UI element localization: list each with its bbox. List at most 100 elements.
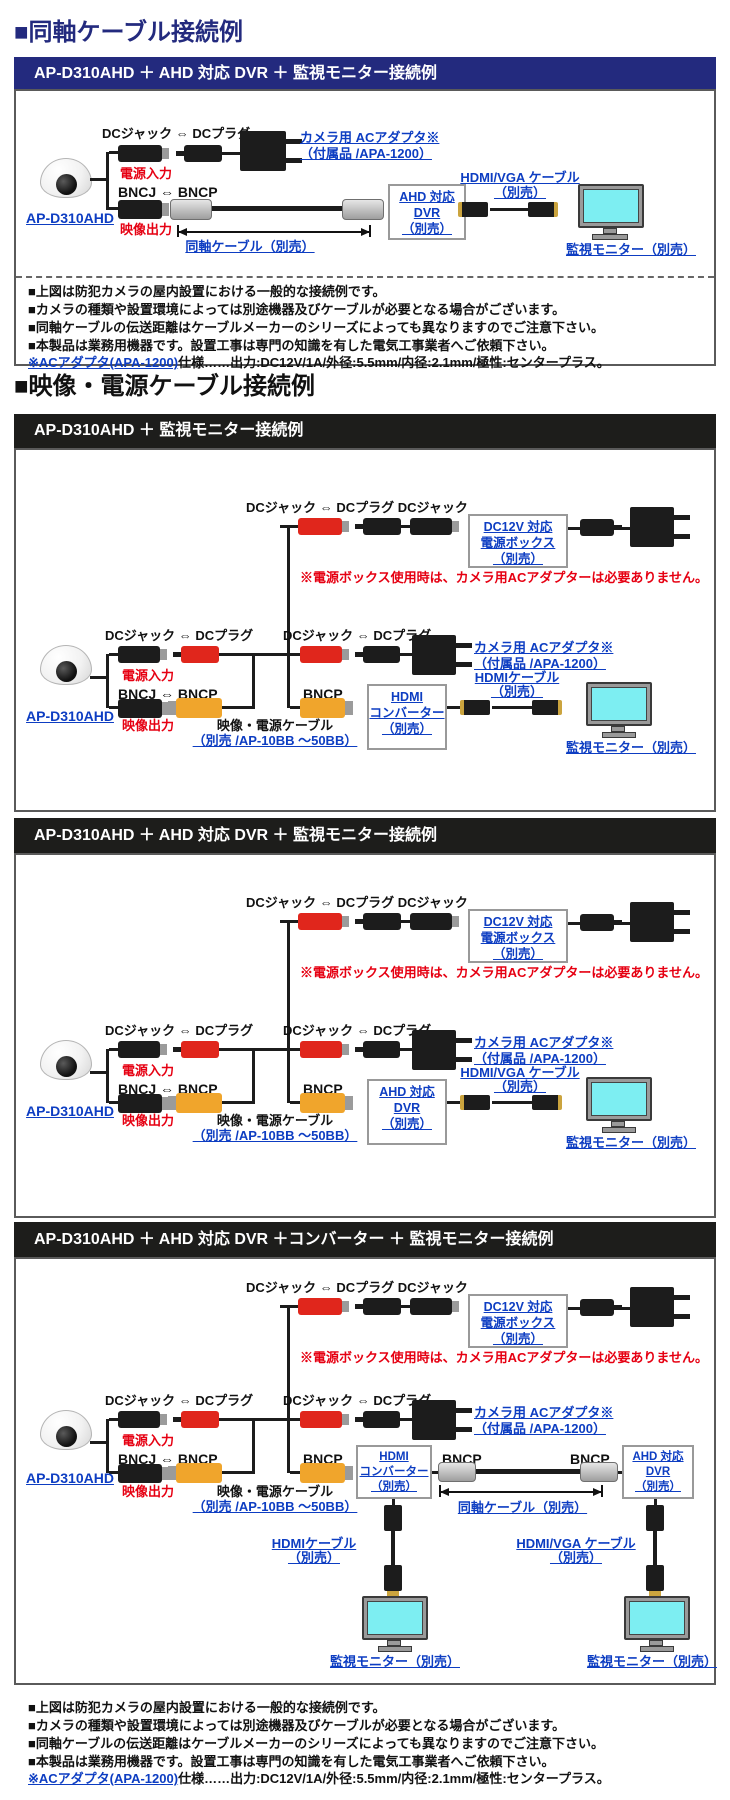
- wire: [109, 151, 118, 154]
- coax-cable-line: [212, 206, 342, 211]
- dashed-divider: [16, 276, 714, 278]
- dc-plug-icon: [355, 518, 401, 535]
- power-box-label[interactable]: 電源ボックス: [480, 536, 556, 550]
- wire: [255, 1048, 287, 1051]
- section-heading-av-power: ■映像・電源ケーブル接続例: [14, 373, 316, 400]
- hdmi-vga-cable-link[interactable]: （別売）: [493, 185, 546, 200]
- hdmi-vga-cable-link[interactable]: HDMI/VGA ケーブル: [516, 1536, 636, 1551]
- power-box-label[interactable]: 電源ボックス: [480, 1316, 556, 1330]
- wire: [90, 1071, 108, 1074]
- bnc-plug-icon: [168, 1463, 222, 1483]
- camera-model-link[interactable]: AP-D310AHD: [26, 210, 114, 226]
- wire: [618, 1471, 622, 1474]
- hdmi-cable-link[interactable]: （別売）: [287, 1550, 340, 1565]
- av-power-cable-link[interactable]: （別売 /AP-10BB ～50BB）: [192, 1128, 358, 1143]
- junction-line: [287, 1305, 290, 1473]
- ac-adapter-spec-link[interactable]: ※ACアダプタ(APA-1200): [28, 1771, 179, 1786]
- wire: [400, 1418, 412, 1421]
- monitor-link[interactable]: 監視モニター（別売）: [586, 1654, 717, 1669]
- monitor-link[interactable]: 監視モニター（別売）: [565, 1135, 696, 1150]
- coax-cable-link[interactable]: 同軸ケーブル（別売）: [185, 239, 315, 254]
- wire: [400, 653, 412, 656]
- dvr-label[interactable]: （別売）: [401, 222, 452, 236]
- camera-model-link[interactable]: AP-D310AHD: [26, 1103, 114, 1119]
- wire: [222, 706, 252, 709]
- ac-adapter-icon: [412, 1400, 472, 1440]
- camera-icon: [40, 1040, 92, 1080]
- monitor-stand: [611, 726, 625, 732]
- power-box-label[interactable]: （別売）: [492, 947, 543, 961]
- camera-model-link[interactable]: AP-D310AHD: [26, 1470, 114, 1486]
- monitor-screen: [591, 1082, 647, 1116]
- dc-jack-icon: [118, 145, 169, 162]
- converter-label[interactable]: HDMI: [391, 690, 423, 704]
- dc-plug-icon: [173, 646, 219, 663]
- converter-label[interactable]: HDMI: [379, 1451, 409, 1463]
- ac-adapter-link[interactable]: （付属品 /APA-1200）: [474, 1051, 606, 1066]
- hdmi-vga-cable-link[interactable]: （別売）: [493, 1079, 546, 1094]
- junction-line: [252, 1418, 255, 1474]
- dvr-label[interactable]: DVR: [393, 1101, 421, 1115]
- power-box-label[interactable]: DC12V 対応: [483, 915, 553, 929]
- dc-jack-icon: [300, 1041, 349, 1058]
- power-box-label[interactable]: （別売）: [492, 552, 543, 566]
- hdmi-cable-link[interactable]: （別売）: [490, 684, 543, 699]
- dvr-label[interactable]: DVR: [413, 206, 441, 220]
- ac-adapter-link[interactable]: カメラ用 ACアダプタ※: [474, 1035, 614, 1050]
- coax-connector-icon: [170, 199, 212, 220]
- dc-plug-icon: [173, 1411, 219, 1428]
- dvr-label[interactable]: AHD 対応: [632, 1451, 684, 1463]
- converter-label[interactable]: コンバーター: [359, 1466, 429, 1478]
- ac-adapter-link[interactable]: （付属品 /APA-1200）: [474, 656, 606, 671]
- monitor-link[interactable]: 監視モニター（別売）: [565, 242, 696, 257]
- av-power-cable-link[interactable]: （別売 /AP-10BB ～50BB）: [192, 733, 358, 748]
- ac-adapter-link[interactable]: カメラ用 ACアダプタ※: [474, 1405, 614, 1420]
- dvr-label[interactable]: （別売）: [635, 1481, 681, 1493]
- note-line: ■上図は防犯カメラの屋内設置における一般的な接続例です。: [28, 1700, 386, 1715]
- dvr-label[interactable]: DVR: [645, 1466, 671, 1478]
- hdmi-vga-cable-link[interactable]: （別売）: [549, 1550, 602, 1565]
- hdmi-cable-link[interactable]: HDMIケーブル: [474, 670, 560, 685]
- converter-label[interactable]: コンバーター: [369, 706, 445, 720]
- monitor-link[interactable]: 監視モニター（別売）: [565, 740, 696, 755]
- video-output-label: 映像出力: [122, 1484, 175, 1499]
- dvr-label[interactable]: AHD 対応: [379, 1085, 435, 1099]
- power-box-label[interactable]: 電源ボックス: [480, 931, 556, 945]
- converter-label[interactable]: （別売）: [371, 1481, 417, 1493]
- wire: [401, 525, 410, 528]
- ac-adapter-link[interactable]: （付属品 /APA-1200）: [474, 1421, 606, 1436]
- section-heading-coax: ■同軸ケーブル接続例: [14, 19, 244, 46]
- power-box-label[interactable]: DC12V 対応: [483, 1300, 553, 1314]
- dc-plug-icon: [355, 646, 400, 663]
- dvr-label[interactable]: AHD 対応: [399, 190, 455, 204]
- dvr-label[interactable]: （別売）: [381, 1117, 432, 1131]
- junction-line: [106, 1419, 109, 1473]
- wire: [654, 1499, 657, 1505]
- ac-adapter-spec-link[interactable]: ※ACアダプタ(APA-1200): [28, 355, 179, 370]
- hdmi-vga-cable-link[interactable]: HDMI/VGA ケーブル: [460, 170, 580, 185]
- hdmi-cable-link[interactable]: HDMIケーブル: [271, 1536, 357, 1551]
- junction-line: [252, 1048, 255, 1104]
- coax-cable-link[interactable]: 同軸ケーブル（別売）: [457, 1500, 588, 1515]
- wire: [109, 1101, 118, 1104]
- hdmi-vga-cable-link[interactable]: HDMI/VGA ケーブル: [460, 1065, 580, 1080]
- power-box-label[interactable]: DC12V 対応: [483, 520, 553, 534]
- dc-plug-icon: [355, 1411, 400, 1428]
- camera-lens: [56, 174, 77, 195]
- power-input-label: 電源入力: [122, 668, 175, 683]
- ac-adapter-link[interactable]: カメラ用 ACアダプタ※: [300, 130, 440, 145]
- monitor-link[interactable]: 監視モニター（別売）: [329, 1654, 460, 1669]
- hdmi-connector-tip: [649, 1591, 661, 1596]
- video-output-label: 映像出力: [120, 222, 173, 237]
- dvr-box: AHD 対応 DVR （別売）: [367, 1079, 447, 1145]
- power-box-label[interactable]: （別売）: [492, 1332, 543, 1346]
- coax-cable-line: [476, 1469, 580, 1474]
- av-power-cable-link[interactable]: （別売 /AP-10BB ～50BB）: [192, 1499, 358, 1514]
- ac-adapter-link[interactable]: カメラ用 ACアダプタ※: [474, 640, 614, 655]
- wire: [392, 1499, 395, 1505]
- dimension-tick: [369, 225, 371, 237]
- camera-model-link[interactable]: AP-D310AHD: [26, 708, 114, 724]
- ac-adapter-link[interactable]: （付属品 /APA-1200）: [300, 146, 432, 161]
- converter-label[interactable]: （別売）: [381, 722, 432, 736]
